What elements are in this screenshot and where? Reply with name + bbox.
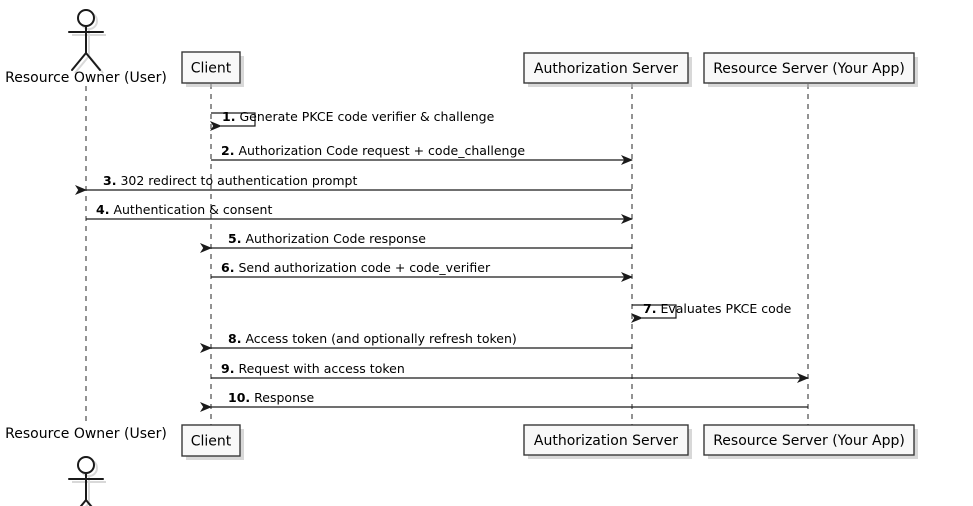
message-5: 5. Authorization Code response <box>200 231 632 253</box>
self-message-line <box>631 304 677 323</box>
participant-box-authz-top: Authorization Server <box>523 52 692 87</box>
message-label: 9. Request with access token <box>221 361 405 376</box>
message-text: Evaluates PKCE code <box>660 301 791 316</box>
message-8: 8. Access token (and optionally refresh t… <box>200 331 632 353</box>
participant-box-client-top: Client <box>181 51 244 87</box>
message-label: 2. Authorization Code request + code_chal… <box>221 143 525 158</box>
participant-box-resource-bottom: Resource Server (Your App) <box>703 424 918 459</box>
message-number: 5. <box>228 231 241 246</box>
message-2: 2. Authorization Code request + code_chal… <box>211 143 633 165</box>
message-number: 8. <box>228 331 241 346</box>
message-text: Send authorization code + code_verifier <box>238 260 490 275</box>
message-label: 6. Send authorization code + code_verifie… <box>221 260 491 275</box>
message-label: 8. Access token (and optionally refresh t… <box>228 331 517 346</box>
message-text: Access token (and optionally refresh tok… <box>245 331 516 346</box>
message-number: 10. <box>228 390 250 405</box>
participant-box-authz-bottom: Authorization Server <box>523 424 692 459</box>
actor-label-top: Resource Owner (User) <box>5 70 167 86</box>
actor-label-bottom: Resource Owner (User) <box>5 426 167 442</box>
participant-label-client: Client <box>191 61 232 77</box>
message-9: 9. Request with access token <box>211 361 809 383</box>
actor-figure-top <box>68 9 106 74</box>
participant-box-client-bottom: Client <box>181 424 244 460</box>
message-label: 3. 302 redirect to authentication prompt <box>103 173 357 188</box>
actor-figures-group: Resource Owner (User) Resource Owner (Use… <box>5 9 167 506</box>
message-10: 10. Response <box>200 390 808 412</box>
message-label: 7. Evaluates PKCE code <box>643 301 792 316</box>
lifelines-group <box>85 84 809 425</box>
message-number: 2. <box>221 143 234 158</box>
message-label: 10. Response <box>228 390 315 405</box>
participant-label-resource: Resource Server (Your App) <box>713 433 905 449</box>
message-3: 3. 302 redirect to authentication prompt <box>75 173 632 195</box>
message-text: Response <box>254 390 314 405</box>
message-text: Authorization Code request + code_challe… <box>238 143 525 158</box>
participant-label-authz: Authorization Server <box>534 433 678 449</box>
message-number: 1. <box>222 109 235 124</box>
message-number: 7. <box>643 301 656 316</box>
message-1: 1. Generate PKCE code verifier & challeng… <box>210 109 495 131</box>
message-number: 3. <box>103 173 116 188</box>
message-7: 7. Evaluates PKCE code <box>631 301 792 323</box>
message-label: 5. Authorization Code response <box>228 231 426 246</box>
participant-label-authz: Authorization Server <box>534 61 678 77</box>
message-4: 4. Authentication & consent <box>86 202 633 224</box>
message-text: Authentication & consent <box>113 202 272 217</box>
participant-label-client: Client <box>191 434 232 450</box>
message-label: 4. Authentication & consent <box>96 202 272 217</box>
message-text: Generate PKCE code verifier & challenge <box>239 109 494 124</box>
message-text: 302 redirect to authentication prompt <box>120 173 357 188</box>
message-number: 4. <box>96 202 109 217</box>
message-number: 6. <box>221 260 234 275</box>
message-text: Authorization Code response <box>245 231 426 246</box>
message-text: Request with access token <box>238 361 404 376</box>
participant-label-resource: Resource Server (Your App) <box>713 61 905 77</box>
message-label: 1. Generate PKCE code verifier & challeng… <box>222 109 495 124</box>
self-message-line <box>210 112 256 131</box>
message-6: 6. Send authorization code + code_verifie… <box>211 260 633 282</box>
message-number: 9. <box>221 361 234 376</box>
actor-figure-bottom <box>68 456 106 506</box>
messages-group: 1. Generate PKCE code verifier & challeng… <box>75 109 809 412</box>
participant-box-resource-top: Resource Server (Your App) <box>703 52 918 87</box>
